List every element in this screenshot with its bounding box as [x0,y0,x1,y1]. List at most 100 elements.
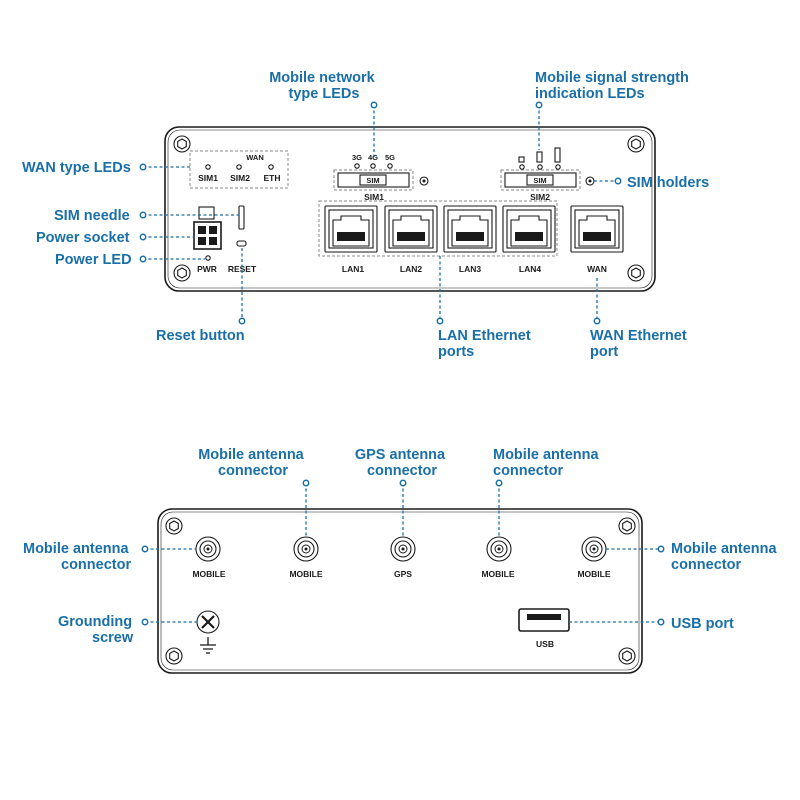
connector-4-label: MOBILE [481,569,514,579]
callout-mobile-network-leds: Mobile network type LEDs [269,70,379,102]
mobile-antenna-connector-2-icon [293,536,319,562]
wan-port-icon [570,205,624,253]
callout-lan-ports: LAN Ethernet ports [438,328,535,360]
lan3-label: LAN3 [459,264,481,274]
mobile-antenna-connector-3-icon [486,536,512,562]
reset-label: RESET [228,264,257,274]
net-4g-label: 4G [368,153,378,162]
callout-mobile-antenna-top-left: Mobile antenna connector [198,447,308,479]
sim1-led [205,164,211,170]
callout-grounding-screw: Grounding screw [58,614,136,646]
eth-led-label: ETH [264,173,281,183]
leader-dot [370,101,378,109]
lan2-label: LAN2 [400,264,422,274]
chassis-screw-icon [165,647,183,665]
chassis-screw-icon [173,264,191,282]
sim2-led-label: SIM2 [230,173,250,183]
leader-dot [535,101,543,109]
signal-bar-1-icon [518,156,525,163]
callout-reset-button: Reset button [156,328,245,344]
front-callouts: Mobile network type LEDs Mobile signal s… [22,70,709,360]
callout-gps-antenna: GPS antenna connector [355,447,449,479]
leader-dot [139,233,147,241]
lan-ports-group [318,200,558,257]
wan-port-label: WAN [587,264,607,274]
connector-5-label: MOBILE [577,569,610,579]
callout-sim-needle: SIM needle [54,208,130,224]
eth-led [268,164,274,170]
sim1-led-label: SIM1 [198,173,218,183]
gps-antenna-connector-icon [390,536,416,562]
connector-3-label: GPS [394,569,412,579]
chassis-screw-icon [627,264,645,282]
chassis-screw-icon [618,517,636,535]
leader-dot [436,317,444,325]
callout-sim-holders: SIM holders [627,175,709,191]
signal-led-2 [537,164,543,170]
grounding-screw-icon [196,610,220,634]
signal-led-3 [555,164,561,170]
leader-dot [141,618,149,626]
wan-type-led-group [189,150,289,189]
usb-label: USB [536,639,554,649]
lan1-label: LAN1 [342,264,364,274]
chassis-screw-icon [627,135,645,153]
lan4-port-icon [502,205,556,253]
leader-dot [657,545,665,553]
connector-1-label: MOBILE [192,569,225,579]
callout-mobile-antenna-top-right: Mobile antenna connector [493,447,603,479]
leader-dot [139,211,147,219]
lan3-port-icon [443,205,497,253]
chassis-screw-icon [173,135,191,153]
net-3g-led [354,163,360,169]
leader-dot [399,479,407,487]
callout-wan-port: WAN Ethernet port [590,328,691,360]
callout-mobile-antenna-left: Mobile antenna connector [23,541,133,573]
leader-dot [495,479,503,487]
sim2-holder-outline [500,169,581,191]
leader-dot [657,618,665,626]
back-chassis [157,508,643,674]
front-panel: WAN SIM1 SIM2 ETH 3G 4G 5G SIM SIM1 SIM [164,126,656,292]
signal-led-1 [519,164,525,170]
power-led [205,255,211,261]
pwr-label: PWR [197,264,217,274]
leader-dot [593,317,601,325]
callout-signal-strength-leds: Mobile signal strength indication LEDs [535,70,693,102]
callout-usb-port: USB port [671,616,734,632]
connector-2-label: MOBILE [289,569,322,579]
sim1-slot-label: SIM [366,176,379,185]
mobile-antenna-connector-1-icon [195,536,221,562]
leader-dot [139,255,147,263]
net-4g-led [370,163,376,169]
ground-symbol-icon [200,637,216,654]
net-3g-label: 3G [352,153,362,162]
callout-power-socket: Power socket [36,230,130,246]
callout-wan-type-leds: WAN type LEDs [22,160,131,176]
net-5g-label: 5G [385,153,395,162]
callout-mobile-antenna-right: Mobile antenna connector [671,541,781,573]
reset-button [236,240,247,247]
sim2-led [236,164,242,170]
wan-led-header: WAN [246,153,264,162]
sim-needle-icon [198,206,215,220]
lan4-label: LAN4 [519,264,541,274]
sim-needle-slot [238,205,245,230]
callout-power-led: Power LED [55,252,132,268]
leader-dot [302,479,310,487]
leader-dot [141,545,149,553]
leader-dot [614,177,622,185]
leader-dot [238,317,246,325]
back-panel: MOBILE MOBILE GPS MOBILE MOBILE USB [157,508,643,674]
chassis-screw-icon [165,517,183,535]
signal-bar-2-icon [536,151,543,163]
signal-bar-3-icon [554,147,561,163]
net-5g-led [387,163,393,169]
sim2-slot-label: SIM [533,176,546,185]
lan1-port-icon [324,205,378,253]
lan2-port-icon [384,205,438,253]
sim1-label: SIM1 [364,192,384,202]
leader-dot [139,163,147,171]
sim2-label: SIM2 [530,192,550,202]
